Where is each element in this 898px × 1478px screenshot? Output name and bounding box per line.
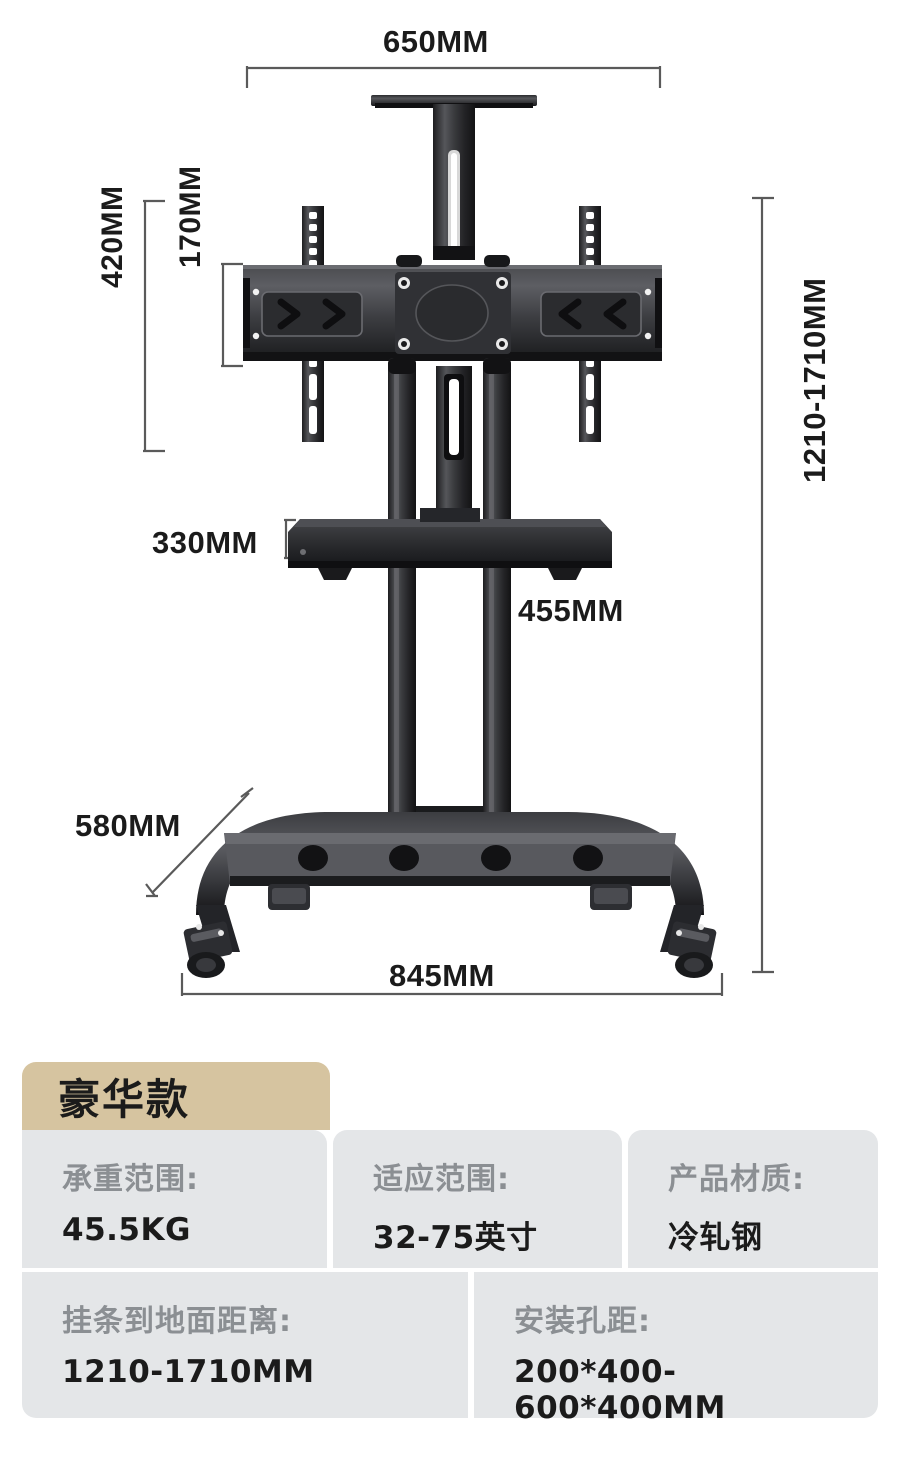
upright-poles: [388, 358, 511, 828]
spec-row-secondary: 挂条到地面距离: 1210-1710MM 安装孔距: 200*400-600*4…: [22, 1272, 878, 1426]
specification-panel: 豪华款 承重范围: 45.5KG 适应范围: 32-75英寸 产品材质: 冷轧钢…: [0, 1040, 898, 1478]
dimension-label-top-width: 650MM: [383, 24, 489, 59]
spec-row-primary: 承重范围: 45.5KG 适应范围: 32-75英寸 产品材质: 冷轧钢: [22, 1130, 878, 1268]
telescoping-mast: [433, 104, 475, 508]
mount-bracket-bar: [243, 255, 662, 361]
spec-value-screen-size: 32-75英寸: [373, 1220, 538, 1256]
model-badge: 豪华款: [22, 1062, 330, 1130]
spec-value-material: 冷轧钢: [668, 1220, 763, 1256]
dimension-label-base-depth: 580MM: [75, 808, 181, 843]
dimension-label-vesa-outer-height: 420MM: [96, 185, 129, 288]
model-badge-label: 豪华款: [58, 1074, 191, 1124]
product-dimension-diagram: 650MM 420MM 170MM 330MM 455MM 580MM 845M…: [75, 24, 832, 996]
spec-card-material: 产品材质: 冷轧钢: [628, 1130, 878, 1268]
dimension-label-base-width: 845MM: [389, 958, 495, 993]
spec-value-vesa-pattern: 200*400-600*400MM: [514, 1354, 726, 1426]
spec-key-material: 产品材质:: [668, 1162, 805, 1197]
spec-key-load-capacity: 承重范围:: [62, 1162, 199, 1197]
caster-wheels: [183, 921, 717, 978]
dimension-label-shelf-width: 455MM: [518, 593, 624, 628]
spec-value-load-capacity: 45.5KG: [62, 1212, 191, 1248]
base-assembly: [196, 812, 704, 952]
spec-key-screen-size: 适应范围:: [373, 1162, 510, 1197]
dimension-label-vesa-inner-height: 170MM: [174, 165, 207, 268]
tv-cart-illustration: [143, 66, 774, 996]
spec-value-mount-height: 1210-1710MM: [62, 1354, 315, 1390]
dimension-label-shelf-depth: 330MM: [152, 525, 258, 560]
spec-key-mount-height: 挂条到地面距离:: [62, 1304, 292, 1339]
dimension-label-total-height: 1210-1710MM: [797, 277, 832, 483]
spec-key-vesa-pattern: 安装孔距:: [514, 1304, 651, 1339]
spec-card-mount-height: 挂条到地面距离: 1210-1710MM: [22, 1272, 468, 1418]
spec-card-vesa-pattern: 安装孔距: 200*400-600*400MM: [474, 1272, 878, 1426]
spec-card-load-capacity: 承重范围: 45.5KG: [22, 1130, 327, 1268]
av-shelf: [288, 508, 612, 580]
dimension-lines: [143, 66, 774, 996]
spec-card-screen-size: 适应范围: 32-75英寸: [333, 1130, 622, 1268]
